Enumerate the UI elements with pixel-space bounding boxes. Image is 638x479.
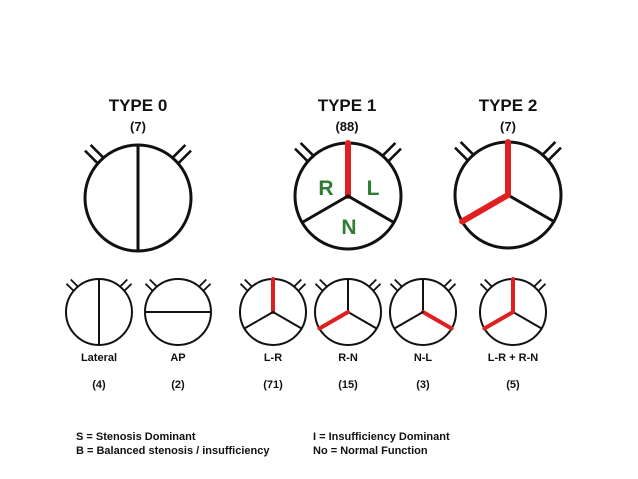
ostium-tick	[123, 283, 133, 292]
ostium-tick	[84, 149, 99, 165]
cusp-label-left: L	[367, 177, 380, 200]
subtype-lateral-label: Lateral	[81, 352, 117, 364]
subtype-lr-count: (71)	[263, 379, 283, 391]
ostium-tick	[537, 283, 547, 292]
commissure-line	[300, 194, 350, 224]
type-0-title: TYPE 0	[109, 96, 168, 115]
ostium-tick	[459, 141, 475, 156]
type-1-title: TYPE 1	[318, 96, 377, 115]
subtype-lateral-valve-diagram	[65, 278, 133, 346]
fused-raphe-line	[421, 310, 454, 331]
fused-raphe-line	[459, 192, 511, 225]
subtype-rn-label: R-N	[338, 352, 358, 364]
commissure-line	[346, 194, 396, 224]
ostium-tick	[447, 283, 457, 292]
commissure-line	[347, 311, 378, 330]
commissure-line	[512, 311, 543, 330]
ostium-tick	[443, 278, 452, 288]
ostium-tick	[293, 278, 302, 288]
ostium-tick	[484, 278, 493, 288]
commissure-line	[272, 311, 303, 330]
ostium-tick	[381, 142, 397, 157]
fused-raphe-line	[317, 310, 350, 331]
ostium-tick	[198, 278, 207, 288]
ostium-tick	[177, 149, 192, 165]
ostium-tick	[239, 283, 249, 292]
subtype-lr-rn-count: (5)	[506, 379, 520, 391]
ostium-tick	[372, 283, 382, 292]
fused-raphe-line	[482, 310, 515, 331]
ostium-tick	[394, 278, 403, 288]
type-0-valve-diagram	[83, 143, 193, 253]
commissure-line	[243, 311, 274, 330]
type-1-valve-diagram	[293, 140, 403, 251]
legend-item-stenosis: S = Stenosis Dominant	[76, 431, 196, 443]
subtype-nl-count: (3)	[416, 379, 430, 391]
subtype-ap-label: AP	[170, 352, 185, 364]
subtype-rn-valve-diagram	[314, 278, 382, 346]
ostium-tick	[171, 144, 187, 159]
legend-right: I = Insufficiency Dominant No = Normal F…	[313, 430, 450, 458]
ostium-tick	[70, 278, 79, 288]
type-2-valve-diagram	[453, 139, 563, 250]
subtype-nl-label: N-L	[414, 352, 433, 364]
type-1-count: (88)	[335, 119, 358, 134]
legend-item-normal: No = Normal Function	[313, 445, 428, 457]
ostium-tick	[389, 283, 399, 292]
subtype-lr-valve-diagram	[239, 277, 307, 346]
ostium-tick	[89, 144, 105, 159]
ostium-tick	[454, 146, 469, 162]
ostium-tick	[547, 146, 562, 162]
legend-item-insufficiency: I = Insufficiency Dominant	[313, 431, 450, 443]
type-2-title: TYPE 2	[479, 96, 538, 115]
legend-item-balanced: B = Balanced stenosis / insufficiency	[76, 445, 270, 457]
type-2-count: (7)	[500, 119, 516, 134]
subtype-rn-count: (15)	[338, 379, 358, 391]
cusp-label-right: R	[318, 177, 333, 200]
ostium-tick	[202, 283, 212, 292]
type-0-count: (7)	[130, 119, 146, 134]
ostium-tick	[479, 283, 489, 292]
subtype-nl-valve-diagram	[389, 278, 457, 346]
ostium-tick	[297, 283, 307, 292]
ostium-tick	[299, 142, 315, 157]
ostium-tick	[319, 278, 328, 288]
ostium-tick	[368, 278, 377, 288]
ostium-tick	[387, 147, 402, 163]
ostium-tick	[541, 141, 557, 156]
ostium-tick	[144, 283, 154, 292]
commissure-line	[393, 311, 424, 330]
subtype-lr-rn-label: L-R + R-N	[488, 352, 538, 364]
subtype-lr-label: L-R	[264, 352, 282, 364]
subtype-ap-valve-diagram	[144, 278, 212, 346]
subtype-lateral-count: (4)	[92, 379, 106, 391]
ostium-tick	[65, 283, 75, 292]
legend-left: S = Stenosis Dominant B = Balanced steno…	[76, 430, 269, 458]
ostium-tick	[149, 278, 158, 288]
commissure-line	[506, 193, 556, 223]
ostium-tick	[119, 278, 128, 288]
subtype-ap-count: (2)	[171, 379, 185, 391]
ostium-tick	[244, 278, 253, 288]
ostium-tick	[314, 283, 324, 292]
cusp-label-noncoronary: N	[341, 216, 356, 239]
ostium-tick	[533, 278, 542, 288]
subtype-lr-rn-valve-diagram	[479, 277, 547, 346]
ostium-tick	[294, 147, 309, 163]
